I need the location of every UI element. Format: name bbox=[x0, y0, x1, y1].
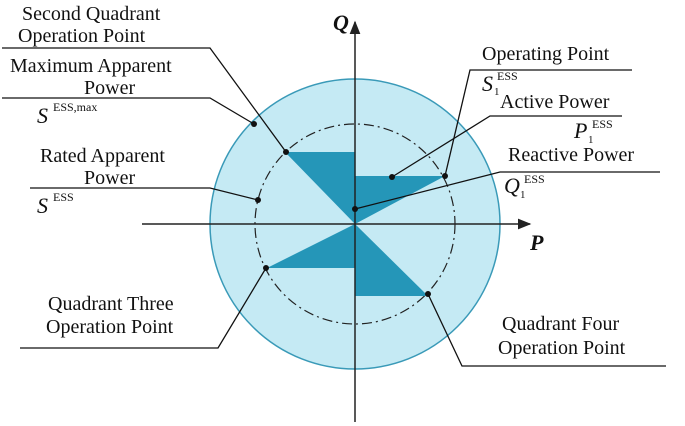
quadrant-two-wedge bbox=[285, 152, 355, 224]
second-quadrant-point bbox=[283, 149, 289, 155]
p-axis-label: P bbox=[529, 230, 544, 255]
rated-apparent-leader bbox=[30, 187, 259, 201]
active-power-label: Active Power bbox=[500, 91, 610, 113]
rated-apparent-point bbox=[255, 197, 261, 203]
reactive-superscript: ESS bbox=[524, 172, 545, 186]
q-axis-label: Q bbox=[333, 10, 349, 35]
point-markers bbox=[251, 121, 448, 297]
second-quadrant-label-line2: Operation Point bbox=[18, 25, 146, 47]
operating-subscript: 1 bbox=[494, 86, 500, 98]
quadrant-three-label-line1: Quadrant Three bbox=[48, 293, 174, 315]
max-apparent-symbol: S bbox=[37, 103, 48, 128]
quadrant-three-label-line2: Operation Point bbox=[46, 316, 174, 338]
quadrant-three-leader bbox=[20, 267, 267, 349]
active-subscript: 1 bbox=[588, 134, 594, 146]
quadrant-four-wedge bbox=[355, 224, 428, 296]
reactive-subscript: 1 bbox=[520, 189, 526, 201]
quadrant-three-wedge bbox=[267, 224, 355, 268]
rated-apparent-label-line2: Power bbox=[84, 167, 135, 189]
second-quadrant-label-line1: Second Quadrant bbox=[22, 3, 161, 25]
operating-superscript: ESS bbox=[497, 69, 518, 83]
operating-point-label: Operating Point bbox=[482, 43, 610, 65]
active-power-leader bbox=[391, 115, 622, 178]
reactive-power-label: Reactive Power bbox=[508, 144, 634, 166]
max-apparent-label-line1: Maximum Apparent bbox=[10, 55, 172, 77]
rated-apparent-superscript: ESS bbox=[53, 190, 74, 204]
max-apparent-superscript: ESS,max bbox=[53, 100, 97, 114]
quadrant-four-label-line1: Quadrant Four bbox=[502, 313, 620, 335]
max-apparent-label-line2: Power bbox=[84, 77, 135, 99]
operating-symbol: S bbox=[482, 71, 493, 96]
operating-point-marker bbox=[442, 173, 448, 179]
operating-point-leader bbox=[444, 69, 632, 177]
max-apparent-point bbox=[251, 121, 257, 127]
reactive-symbol: Q bbox=[504, 173, 520, 198]
max-apparent-leader bbox=[2, 97, 255, 125]
reactive-power-point bbox=[352, 206, 358, 212]
leader-lines bbox=[2, 47, 666, 367]
quadrant-four-point bbox=[425, 291, 431, 297]
active-power-point bbox=[389, 174, 395, 180]
reactive-power-leader bbox=[354, 171, 660, 210]
rated-apparent-label-line1: Rated Apparent bbox=[40, 145, 165, 167]
quadrant-one-wedge bbox=[355, 176, 445, 224]
quadrant-four-leader bbox=[427, 293, 666, 367]
quadrant-three-point bbox=[263, 265, 269, 271]
active-superscript: ESS bbox=[592, 117, 613, 131]
second-quadrant-leader bbox=[2, 47, 287, 153]
quadrant-four-label-line2: Operation Point bbox=[498, 337, 626, 359]
active-symbol: P bbox=[573, 118, 587, 143]
rated-apparent-symbol: S bbox=[37, 193, 48, 218]
